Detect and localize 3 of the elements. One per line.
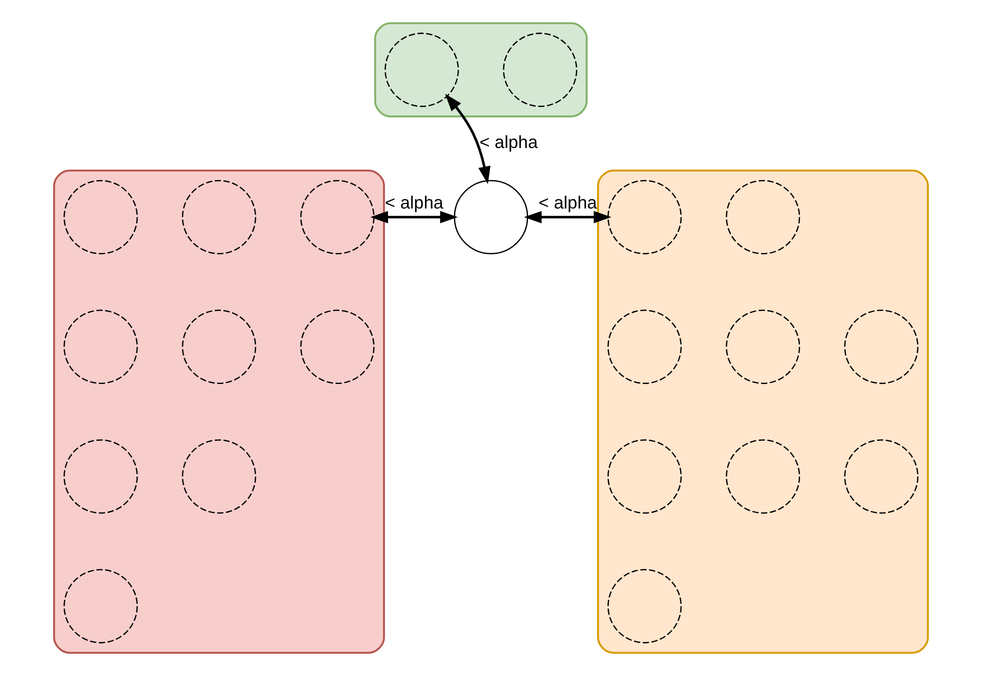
edge-label: < alpha (384, 192, 443, 213)
edge-label: < alpha (478, 132, 538, 152)
edge-label: < alpha (538, 192, 596, 213)
